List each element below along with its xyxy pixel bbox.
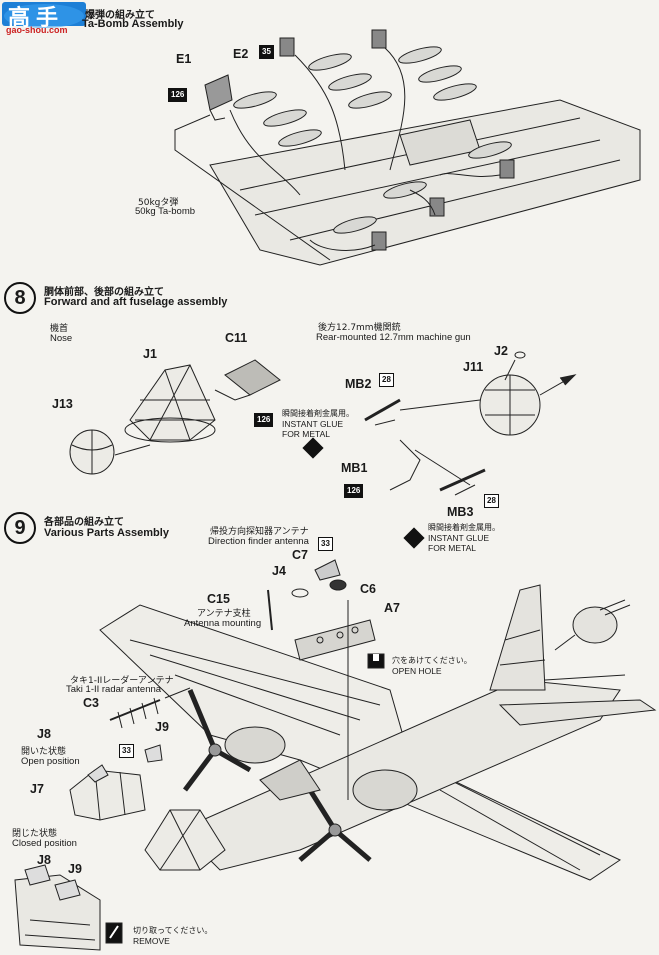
badge-126-c11: 126 [254, 413, 274, 427]
badge-126: 126 [168, 88, 188, 102]
part-c11 [214, 359, 281, 401]
machine-gun-assembly [364, 398, 486, 496]
part-label-mb1: MB1 [341, 461, 368, 475]
bomb-rack-e1 [204, 74, 233, 121]
bomb-racks [279, 29, 515, 251]
part-c7-c6 [291, 559, 347, 598]
dfa-label-en: Direction finder antenna [208, 536, 309, 547]
step8-title-jp: 胴体前部、後部の組み立て [44, 287, 164, 298]
part-j9 [144, 744, 163, 763]
step9-title-jp: 各部品の組み立て [44, 517, 124, 528]
step7-title-en: Ta-Bomb Assembly [82, 18, 184, 30]
closed-position-label-jp: 閉じた状態 [12, 829, 58, 839]
nose-cone-j1 [124, 364, 216, 443]
part-label-j2: J2 [494, 344, 508, 358]
watermark-site: gao-shou.com [6, 25, 68, 35]
nose-label-en: Nose [50, 333, 73, 344]
badge-126-mb1: 126 [344, 484, 364, 498]
part-label-j4: J4 [272, 564, 286, 578]
watermark-logo: 高手 gao-shou.com [0, 0, 150, 38]
bomb-label-jp: 50kgタ弾 [138, 198, 179, 208]
bomb-leader-lines [174, 47, 501, 261]
nose-label-jp: 機首 [50, 324, 69, 334]
step7-title-jp: 爆弾の組み立て [85, 10, 155, 21]
open-hole-icon [367, 653, 385, 669]
step9-title-en: Various Parts Assembly [44, 527, 169, 539]
glue-note-2-en1: INSTANT GLUE [428, 533, 490, 543]
radar-antenna-c3 [109, 687, 191, 729]
badge-28-mb2: 28 [379, 373, 394, 387]
part-label-c11: C11 [225, 331, 248, 345]
watermark-logo-text: 高手 [8, 6, 65, 31]
part-c15 [267, 589, 273, 631]
part-label-mb3: MB3 [447, 505, 474, 519]
glue-note-1-jp: 瞬間接着剤金属用。 [282, 409, 354, 418]
glue-note-1-en2: FOR METAL [282, 429, 331, 439]
open-canopy-j7-j8 [69, 764, 146, 821]
closed-canopy-inset [14, 864, 101, 951]
part-label-c3: C3 [83, 696, 99, 710]
step8-title-en: Forward and aft fuselage assembly [44, 296, 228, 308]
glue-note-1-en1: INSTANT GLUE [282, 419, 344, 429]
step9-number: 9 [4, 512, 36, 544]
part-label-j9-closed: J9 [68, 862, 82, 876]
part-label-e1: E1 [176, 52, 192, 66]
glue-icon-2 [403, 527, 425, 549]
badge-33-c7: 33 [318, 537, 333, 551]
dfa-label-jp: 帰投方向探知器アンテナ [210, 527, 309, 537]
radar-label-en: Taki 1-II radar antenna [66, 684, 162, 695]
aircraft [99, 584, 657, 881]
remove-label-en: REMOVE [133, 936, 170, 946]
part-label-mb2: MB2 [345, 377, 372, 391]
bomb-label-en: 50kg Ta-bomb [135, 206, 196, 217]
part-label-j11: J11 [463, 360, 484, 374]
open-hole-label-en: OPEN HOLE [392, 666, 442, 676]
open-position-label-en: Open position [21, 756, 80, 767]
remove-icon [105, 922, 123, 944]
remove-label-jp: 切り取ってください。 [133, 926, 213, 935]
part-label-e2: E2 [233, 47, 249, 61]
part-label-j8-closed: J8 [37, 853, 51, 867]
part-label-j9: J9 [155, 720, 169, 734]
gun-label-en: Rear-mounted 12.7mm machine gun [316, 332, 471, 343]
glue-note-2-en2: FOR METAL [428, 543, 477, 553]
gun-label-jp: 後方12.7mm機関銃 [318, 323, 401, 333]
closed-position-label-en: Closed position [12, 838, 77, 849]
part-label-a7: A7 [384, 601, 400, 615]
open-position-label-jp: 開いた状態 [21, 747, 67, 757]
part-label-j13: J13 [52, 397, 73, 411]
part-label-c6: C6 [360, 582, 376, 596]
bombs [233, 46, 512, 234]
radar-label-jp: タキ1-IIレーダーアンテナ [70, 676, 174, 686]
open-hole-label-jp: 穴をあけてください。 [392, 656, 472, 665]
antenna-mount-label-en: Antenna mounting [184, 618, 262, 629]
part-j13 [69, 429, 151, 475]
badge-28-mb3: 28 [484, 494, 499, 508]
tail-turret-j11 [479, 351, 577, 436]
badge-35: 35 [259, 45, 274, 59]
antenna-mount-label-jp: アンテナ支柱 [197, 609, 251, 619]
part-label-c7: C7 [292, 548, 308, 562]
part-label-j1: J1 [143, 347, 157, 361]
part-label-j8: J8 [37, 727, 51, 741]
glue-icon-1 [302, 437, 324, 459]
part-a7 [294, 600, 376, 800]
step8-number: 8 [4, 282, 36, 314]
part-label-j7: J7 [30, 782, 44, 796]
badge-33-j9: 33 [119, 744, 134, 758]
part-label-c15: C15 [207, 592, 230, 606]
glue-note-2-jp: 瞬間接着剤金属用。 [428, 523, 500, 532]
